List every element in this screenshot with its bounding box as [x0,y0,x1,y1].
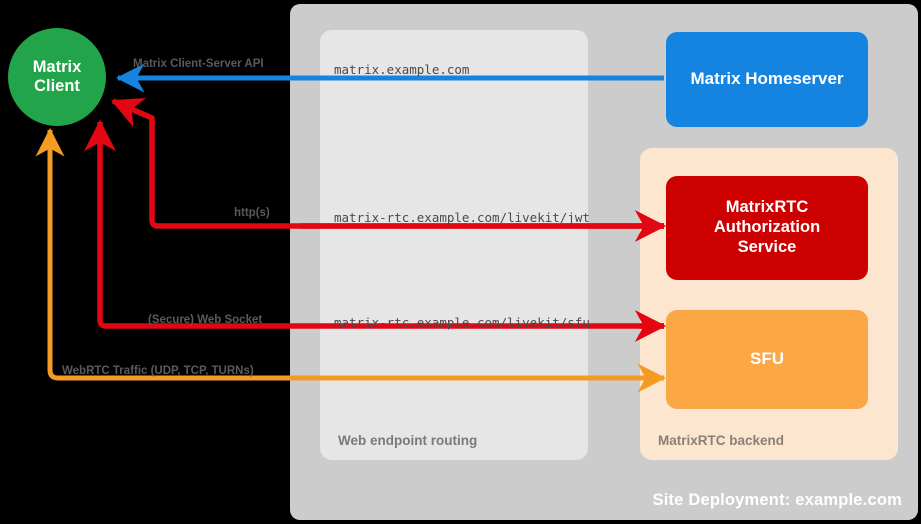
node-auth-line3: Service [737,237,797,256]
node-auth-line1: MatrixRTC [725,198,809,217]
flow-url-matrix-example-com: matrix.example.com [334,62,470,77]
node-matrix-client-line2: Client [34,77,80,95]
node-sfu[interactable]: SFU [666,310,868,409]
group-matrixrtc-backend-label: MatrixRTC backend [658,433,785,448]
site-deployment-label: Site Deployment: example.com [652,491,902,509]
flow-label-webrtc-traffic: WebRTC Traffic (UDP, TCP, TURNs) [62,365,254,377]
flow-label-http: http(s) [234,207,270,219]
connector-http-jwt [110,98,664,229]
flow-url-livekit-jwt: matrix-rtc.example.com/livekit/jwt [334,210,590,225]
node-matrix-homeserver[interactable]: Matrix Homeserver [666,32,868,127]
node-sfu-label: SFU [750,349,784,369]
node-matrix-client[interactable]: Matrix Client [8,28,106,126]
flow-label-matrix-client-server-api: Matrix Client-Server API [133,58,264,70]
flow-label-web-socket: (Secure) Web Socket [148,314,263,326]
node-matrix-homeserver-label: Matrix Homeserver [690,69,844,89]
connector-web-socket [84,119,664,329]
node-matrixrtc-authorization-service[interactable]: MatrixRTC Authorization Service [666,176,868,280]
flow-url-livekit-sfu: matrix-rtc.example.com/livekit/sfu [334,315,590,330]
node-auth-line2: Authorization [713,218,821,237]
connector-webrtc-traffic [35,127,664,381]
group-web-endpoint-routing: Web endpoint routing [320,30,588,460]
group-web-endpoint-routing-label: Web endpoint routing [338,433,478,448]
node-matrix-client-line1: Matrix [32,57,82,76]
